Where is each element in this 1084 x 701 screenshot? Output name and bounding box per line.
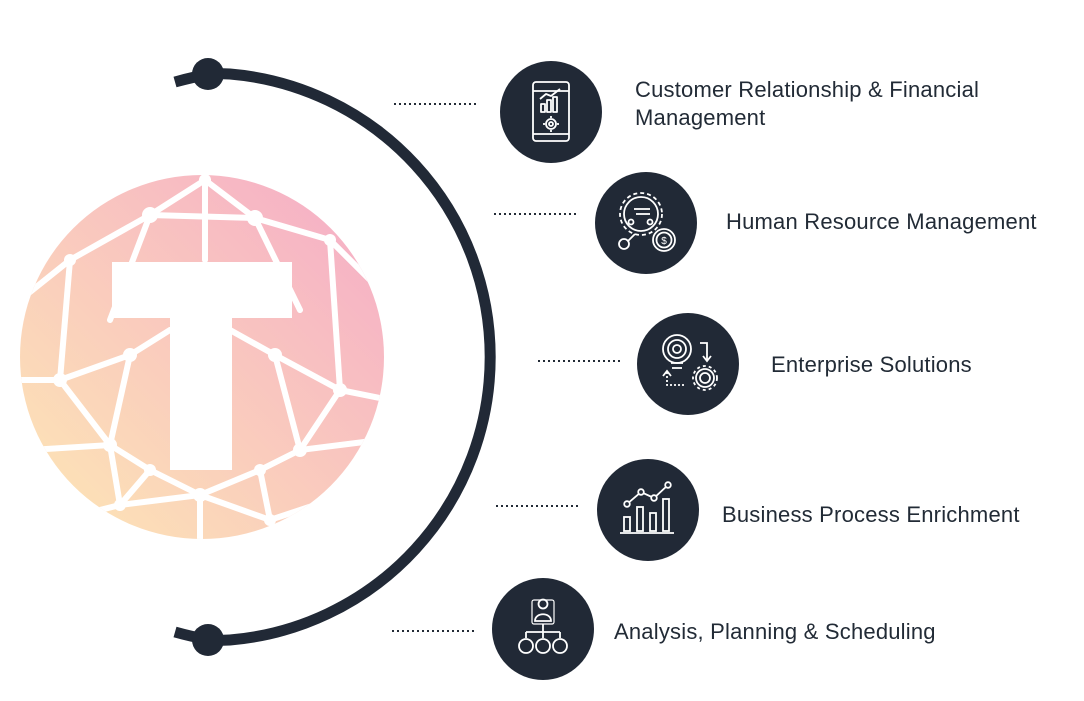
arc-top-node [192,58,224,90]
growth-chart-icon [597,459,699,561]
item-label-analysis-planning: Analysis, Planning & Scheduling [614,619,936,644]
org-hierarchy-icon [492,578,594,680]
arc-bottom-node [192,624,224,656]
idea-bulb-gear-icon [637,313,739,415]
connector-arc [173,68,496,646]
item-label-hrm: Human Resource Management [726,209,1037,234]
mobile-analytics-icon [500,61,602,163]
svg-text:$: $ [661,236,667,247]
item-label-business-process: Business Process Enrichment [722,502,1020,527]
t-network-logo-icon [20,174,384,539]
gear-network-dollar-icon: $ [595,172,697,274]
connector-dots [392,103,622,632]
item-label-crm: Customer Relationship & Financial Manage… [635,77,980,130]
item-label-enterprise: Enterprise Solutions [771,352,972,377]
